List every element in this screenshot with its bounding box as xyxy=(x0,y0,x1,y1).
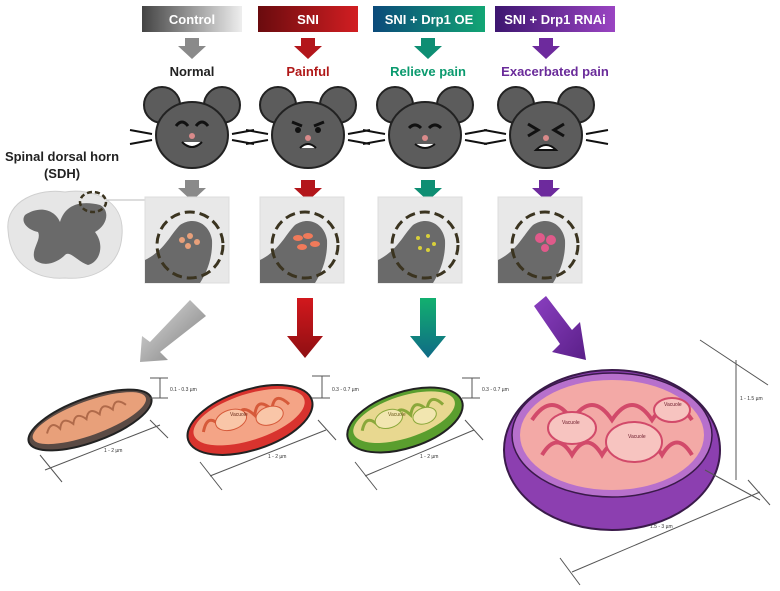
arrow-down-rnai-1 xyxy=(532,38,560,59)
dim-width-control: 0.1 - 0.3 µm xyxy=(170,387,197,393)
arrow-down-control-2 xyxy=(178,180,206,201)
mitochondrion-control xyxy=(27,388,153,452)
arrow-down-rnai-2 xyxy=(532,180,560,201)
arrow-down-control-1 xyxy=(178,38,206,59)
vacuole-label-oe-1: Vacuole xyxy=(388,412,406,418)
dim-length-rnai: 1.5 - 3 µm xyxy=(650,524,673,530)
vacuole-label-rnai-1: Vacuole xyxy=(562,420,580,426)
mito-dim-rnai xyxy=(559,339,771,586)
sdh-panel-oe xyxy=(377,196,463,284)
condition-painful: Painful xyxy=(286,64,330,79)
mouse-painful-icon xyxy=(245,86,371,169)
mito-dim-oe xyxy=(354,377,484,491)
mitochondrion-sni xyxy=(186,384,314,456)
arrow-big-oe xyxy=(410,298,446,358)
mouse-normal-icon xyxy=(129,86,255,169)
dim-length-oe: 1 - 2 µm xyxy=(420,454,438,460)
mitochondrion-rnai xyxy=(503,369,721,531)
header-drp1-oe: SNI + Drp1 OE xyxy=(373,6,485,32)
sdh-panel-control xyxy=(144,196,230,284)
arrow-big-sni xyxy=(287,298,323,358)
vacuole-label-rnai-3: Vacuole xyxy=(664,402,682,408)
mitochondrion-oe xyxy=(346,386,464,454)
spinal-cord-cross-section xyxy=(7,190,146,279)
dim-length-control: 1 - 2 µm xyxy=(104,448,122,454)
condition-relieve-pain: Relieve pain xyxy=(390,64,466,79)
vacuole-label-rnai-2: Vacuole xyxy=(628,434,646,440)
dim-length-sni: 1 - 2 µm xyxy=(268,454,286,460)
arrow-big-rnai xyxy=(534,296,586,360)
header-sni: SNI xyxy=(258,6,358,32)
vacuole-label-sni-1: Vacuole xyxy=(230,412,248,418)
sdh-label: Spinal dorsal horn (SDH) xyxy=(2,148,122,182)
condition-normal: Normal xyxy=(169,64,215,79)
sdh-panel-sni xyxy=(259,196,345,284)
condition-exacerbated-pain: Exacerbated pain xyxy=(501,64,609,79)
dim-width-sni: 0.3 - 0.7 µm xyxy=(332,387,359,393)
header-control: Control xyxy=(142,6,242,32)
mouse-exacerbated-icon xyxy=(483,86,609,169)
header-drp1-rnai: SNI + Drp1 RNAi xyxy=(495,6,615,32)
arrow-down-oe-1 xyxy=(414,38,442,59)
dim-width-rnai: 1 - 1.5 µm xyxy=(740,396,763,402)
arrow-down-sni-1 xyxy=(294,38,322,59)
arrow-down-sni-2 xyxy=(294,180,322,201)
sdh-label-line1: Spinal dorsal horn xyxy=(4,149,120,164)
mito-dim-sni xyxy=(199,375,337,491)
mito-dim-control xyxy=(39,377,169,483)
arrow-down-oe-2 xyxy=(414,180,442,201)
mouse-relieve-icon xyxy=(362,86,488,169)
arrow-big-control xyxy=(140,300,206,362)
sdh-label-line2: (SDH) xyxy=(43,166,81,181)
dim-width-oe: 0.3 - 0.7 µm xyxy=(482,387,509,393)
sdh-panel-rnai xyxy=(497,196,583,284)
